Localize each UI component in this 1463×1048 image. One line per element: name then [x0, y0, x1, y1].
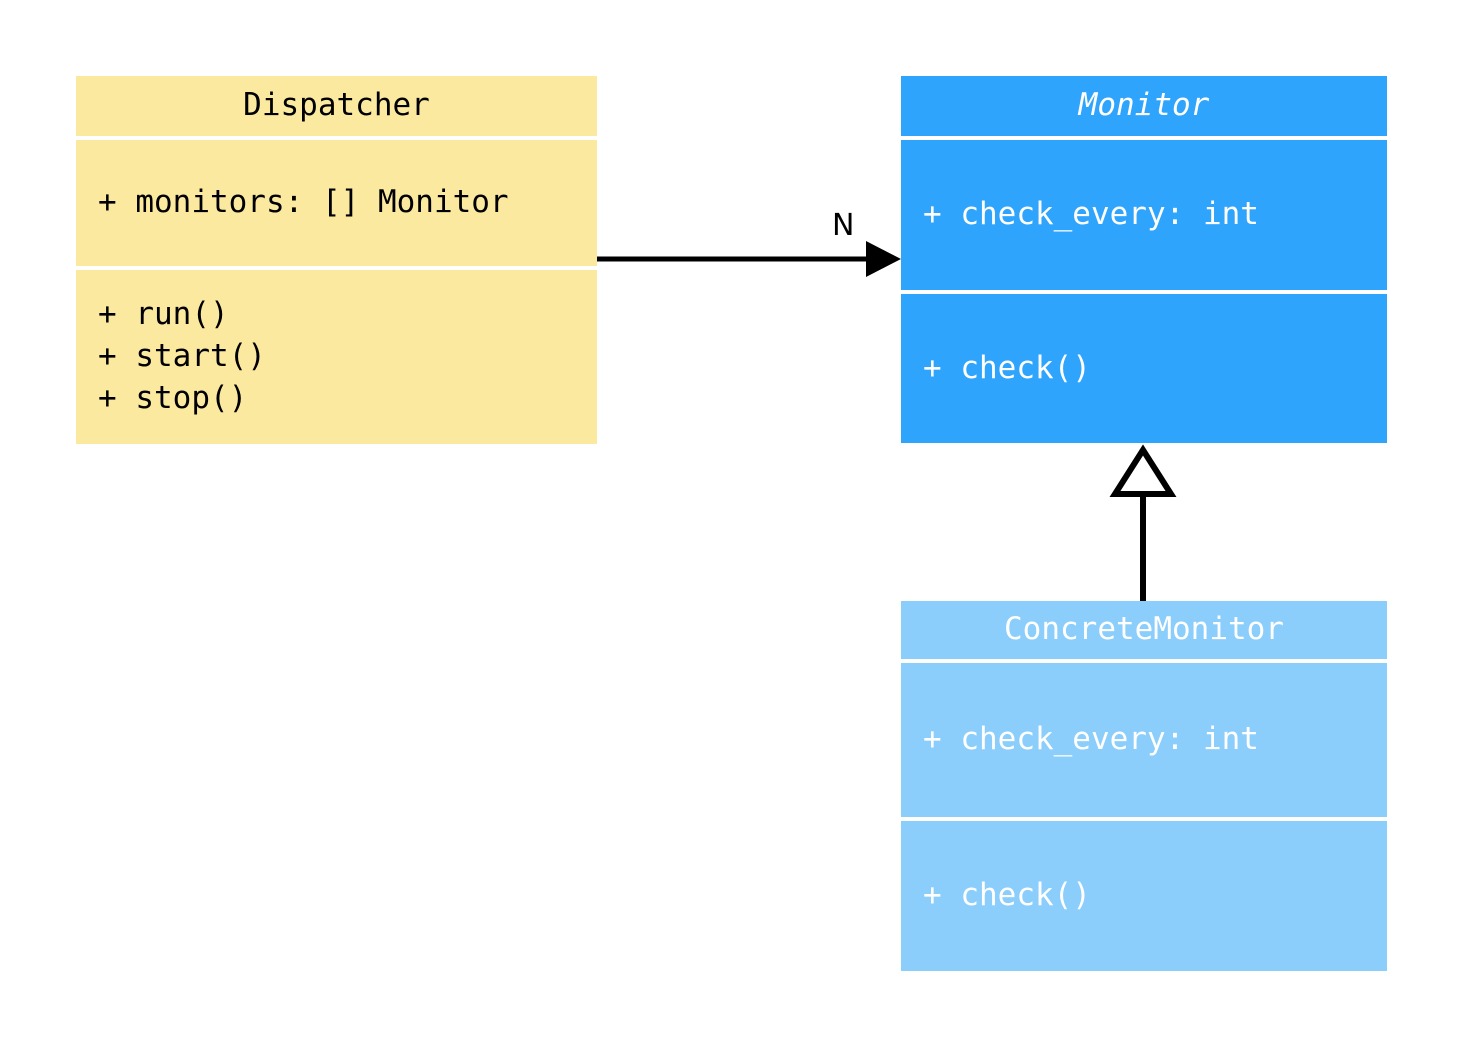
- attribute-item: + check_every: int: [923, 721, 1259, 758]
- association-multiplicity-label: N: [832, 208, 855, 243]
- method-item: + run(): [98, 296, 229, 333]
- class-attributes-compartment: + check_every: int: [901, 140, 1387, 290]
- class-box-concrete-monitor[interactable]: ConcreteMonitor + check_every: int + che…: [901, 601, 1387, 971]
- class-methods-compartment: + check(): [901, 821, 1387, 971]
- filled-arrowhead-icon: [866, 241, 901, 277]
- class-attributes-compartment: + monitors: [] Monitor: [76, 140, 597, 266]
- hollow-triangle-icon: [1109, 444, 1177, 497]
- class-box-dispatcher[interactable]: Dispatcher + monitors: [] Monitor + run(…: [76, 76, 597, 444]
- method-item: + start(): [98, 338, 266, 375]
- generalization-concrete-monitor-to-monitor: [1109, 444, 1177, 601]
- method-item: + check(): [923, 349, 1091, 386]
- class-box-monitor[interactable]: Monitor + check_every: int + check(): [901, 76, 1387, 443]
- class-title-compartment: Dispatcher: [76, 76, 597, 136]
- class-title-compartment: Monitor: [901, 76, 1387, 136]
- class-name-dispatcher: Dispatcher: [243, 87, 430, 124]
- class-methods-compartment: + run() + start() + stop(): [76, 270, 597, 444]
- class-name-concrete-monitor: ConcreteMonitor: [1004, 611, 1284, 648]
- method-item: + check(): [923, 877, 1091, 914]
- attribute-item: + check_every: int: [923, 196, 1259, 233]
- class-attributes-compartment: + check_every: int: [901, 663, 1387, 817]
- class-name-monitor: Monitor: [1078, 87, 1210, 124]
- association-dispatcher-to-monitor: [597, 241, 901, 277]
- method-item: + stop(): [98, 379, 248, 416]
- class-methods-compartment: + check(): [901, 294, 1387, 443]
- class-title-compartment: ConcreteMonitor: [901, 601, 1387, 659]
- attribute-item: + monitors: [] Monitor: [98, 184, 509, 221]
